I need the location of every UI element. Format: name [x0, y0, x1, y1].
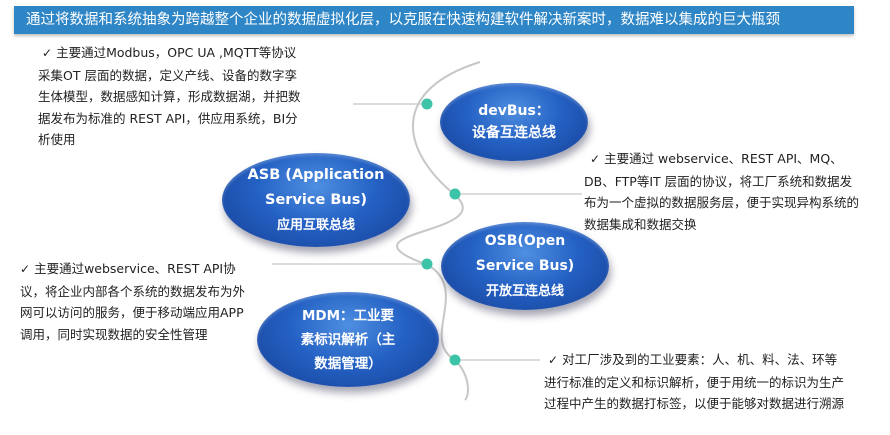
- node-osb-line-3: 开放互连总线: [485, 283, 564, 299]
- node-devbus-line-2: 设备互连总线: [472, 125, 556, 141]
- desc-devbus-line: 采集OT 层面的数据，定义产线、设备的数字孪: [38, 67, 297, 83]
- desc-devbus-line: 析使用: [38, 132, 76, 147]
- desc-asb-line: 网可以访问的服务，便于移动端应用APP: [20, 305, 244, 320]
- desc-asb-line: 议，将企业内部各个系统的数据发布为外: [20, 283, 246, 299]
- check-icon: ✓: [590, 152, 601, 166]
- desc-asb-line: 调用，同时实现数据的安全性管理: [20, 326, 208, 342]
- desc-asb-line: ✓主要通过webservice、REST API协: [20, 261, 236, 276]
- desc-osb-line: 数据集成和数据交换: [584, 216, 697, 232]
- desc-mdm-line: ✓对工厂涉及到的工业要素：人、机、料、法、环等: [548, 352, 838, 367]
- desc-devbus-line: 生体模型，数据感知计算，形成数据湖，并把数: [38, 89, 301, 104]
- node-dot-asb: [421, 258, 433, 270]
- node-asb-line-3: 应用互联总线: [276, 217, 355, 233]
- node-dot-devbus: [421, 98, 433, 110]
- node-mdm-line-3: 数据管理）: [314, 355, 382, 372]
- desc-devbus-line: 据发布为标准的 REST API，供应用系统，BI分: [38, 110, 298, 126]
- desc-devbus-line: ✓主要通过Modbus，OPC UA ,MQTT等协议: [42, 45, 297, 60]
- node-mdm: MDM：工业要 素标识解析（主 数据管理）: [257, 292, 439, 387]
- node-osb: OSB(Open Service Bus) 开放互连总线: [441, 222, 609, 310]
- check-icon: ✓: [548, 353, 559, 367]
- node-dot-osb: [449, 188, 461, 200]
- desc-mdm-line: 过程中产生的数据打标签，以便于能够对数据进行溯源: [544, 396, 845, 411]
- node-osb-line-1: OSB(Open: [484, 232, 566, 249]
- node-osb-line-2: Service Bus): [475, 257, 575, 274]
- node-asb: ASB (Application Service Bus) 应用互联总线: [222, 153, 410, 247]
- desc-asb: ✓主要通过webservice、REST API协 议，将企业内部各个系统的数据…: [20, 258, 280, 345]
- node-mdm-line-2: 素标识解析（主: [300, 331, 396, 348]
- check-icon: ✓: [20, 262, 31, 276]
- node-asb-line-1: ASB (Application: [247, 166, 385, 183]
- desc-osb-line: DB、FTP等IT 层面的协议，将工厂系统和数据发: [584, 173, 853, 189]
- node-asb-line-2: Service Bus): [265, 191, 367, 208]
- desc-osb: ✓主要通过 webservice、REST API、MQ、 DB、FTP等IT …: [584, 148, 884, 235]
- desc-mdm-line: 进行标准的定义和标识解析，便于用统一的标识为生产: [544, 374, 845, 390]
- node-dot-mdm: [449, 354, 461, 366]
- desc-mdm: ✓对工厂涉及到的工业要素：人、机、料、法、环等 进行标准的定义和标识解析，便于用…: [544, 349, 884, 415]
- desc-devbus: ✓主要通过Modbus，OPC UA ,MQTT等协议 采集OT 层面的数据，定…: [38, 42, 358, 151]
- desc-osb-line: 布为一个虚拟的数据服务层，便于实现异构系统的: [584, 195, 860, 210]
- node-devbus-line-1: devBus：: [478, 103, 550, 119]
- node-mdm-line-1: MDM：工业要: [301, 307, 395, 324]
- banner-title: 通过将数据和系统抽象为跨越整个企业的数据虚拟化层，以克服在快速构建软件解决新案时…: [14, 6, 854, 34]
- desc-osb-line: ✓主要通过 webservice、REST API、MQ、: [590, 151, 843, 166]
- check-icon: ✓: [42, 46, 53, 60]
- node-devbus: devBus： 设备互连总线: [440, 83, 588, 161]
